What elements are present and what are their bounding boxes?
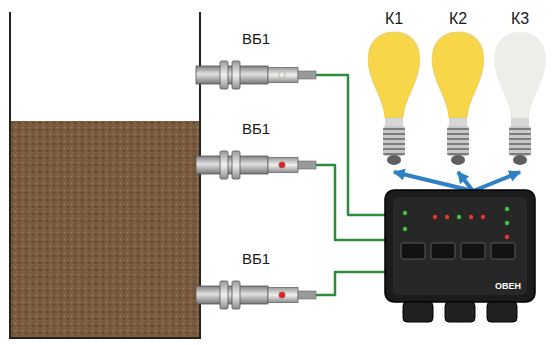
indicator-led: [457, 215, 461, 219]
bulb-glass: [432, 32, 484, 118]
panel-button: [461, 243, 485, 259]
tank-wall: [10, 12, 200, 338]
bulb-shape: [490, 10, 550, 170]
indicator-led: [403, 211, 407, 215]
sensor-nut: [232, 151, 240, 179]
indicator-led: [505, 221, 509, 225]
indicator-led: [481, 215, 485, 219]
lamp: К1: [364, 10, 424, 170]
sensor-nut: [232, 61, 240, 89]
output-arrow: [458, 172, 473, 191]
lamp: К3: [490, 10, 550, 170]
sensor-housing: [268, 158, 298, 173]
bulb-neck: [511, 118, 529, 126]
indicator-led: [433, 215, 437, 219]
node-label: ВБ1: [242, 120, 270, 137]
sensor-led: [279, 162, 285, 168]
controller-box: ОВЕН: [385, 185, 535, 325]
node-label: К2: [428, 10, 488, 28]
sensor-nut: [220, 61, 228, 89]
node-label: К3: [490, 10, 550, 28]
bulb-shape: [428, 10, 488, 170]
bulb-thread: [447, 126, 469, 156]
panel-button: [491, 243, 515, 259]
signal-wire: [316, 165, 385, 240]
indicator-led: [469, 215, 473, 219]
indicator-led: [505, 235, 509, 239]
sensor-cable-gland: [298, 291, 316, 299]
controller-housing: [385, 190, 535, 302]
sensor-led: [279, 292, 285, 298]
bulb-tip: [513, 155, 527, 165]
cable-gland: [487, 302, 517, 322]
lamp: К2: [428, 10, 488, 170]
node-label: ВБ1: [242, 250, 270, 267]
output-arrow: [394, 172, 473, 191]
indicator-led: [445, 215, 449, 219]
cable-gland: [403, 302, 433, 322]
controller-panel: [393, 197, 527, 295]
panel-button: [431, 243, 455, 259]
cable-gland: [445, 302, 475, 322]
sensor-nut: [220, 151, 228, 179]
signal-wire: [316, 272, 385, 295]
bulb-glass: [494, 32, 546, 118]
bulb-thread: [509, 126, 531, 156]
sensor-nut: [232, 281, 240, 309]
indicator-led: [403, 227, 407, 231]
node-label: К1: [364, 10, 424, 28]
proximity-sensor: ВБ1: [196, 120, 316, 180]
bulb-shape: [364, 10, 424, 170]
bulb-tip: [451, 155, 465, 165]
bulb-neck: [385, 118, 403, 126]
bulb-tip: [387, 155, 401, 165]
sensor-cable-gland: [298, 161, 316, 169]
granular-fill: [11, 121, 199, 337]
signal-wire: [316, 75, 385, 215]
sensor-housing: [268, 288, 298, 303]
proximity-sensor: ВБ1: [196, 250, 316, 310]
proximity-sensor: ВБ1: [196, 30, 316, 90]
sensor-cable-gland: [298, 71, 316, 79]
indicator-led: [505, 207, 509, 211]
bulb-neck: [449, 118, 467, 126]
sensor-housing: [268, 68, 298, 83]
panel-button: [401, 243, 425, 259]
node-label: ОВЕН: [495, 281, 521, 291]
bulb-thread: [383, 126, 405, 156]
sensor-led: [279, 72, 285, 78]
ctrl-shape: [385, 185, 535, 325]
output-arrow: [473, 172, 520, 191]
bulb-glass: [368, 32, 420, 118]
sensor-nut: [220, 281, 228, 309]
node-label: ВБ1: [242, 30, 270, 47]
